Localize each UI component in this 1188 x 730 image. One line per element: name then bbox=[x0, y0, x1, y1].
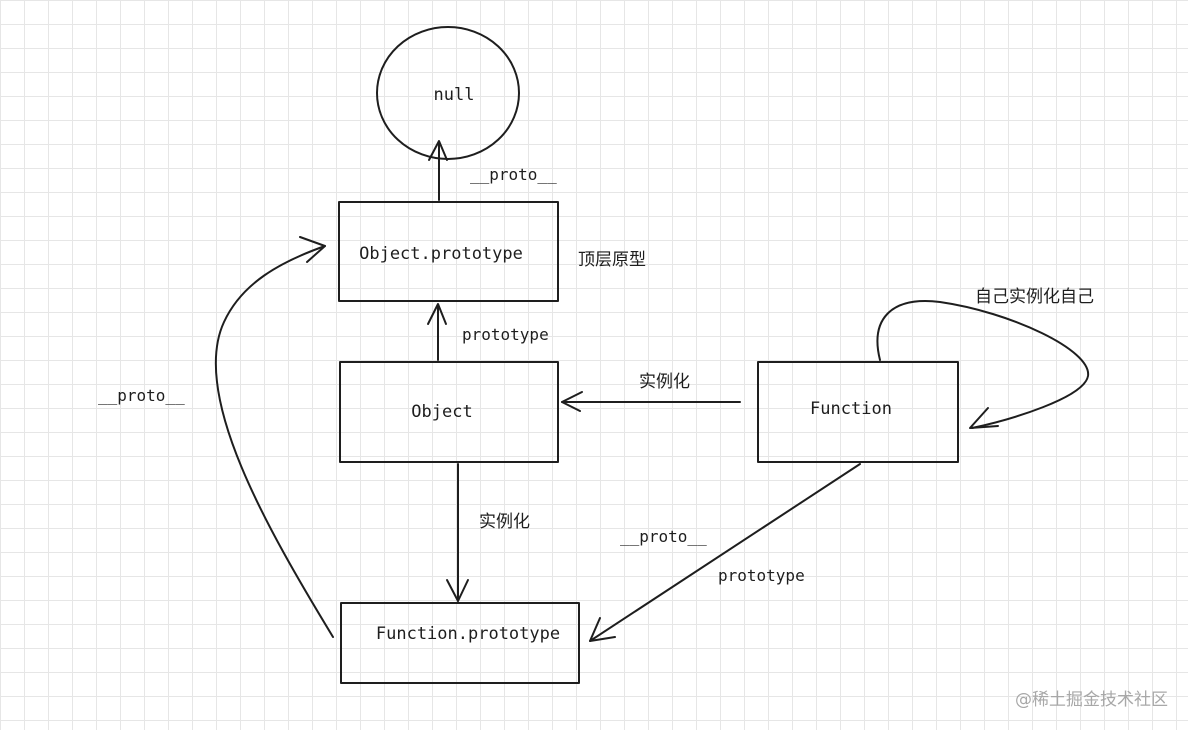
edge-label-function-to-object: 实例化 bbox=[639, 372, 690, 392]
object-prototype-node-shape bbox=[338, 201, 559, 302]
top-prototype-annotation: 顶层原型 bbox=[578, 250, 646, 270]
edge-function-to-function-prototype bbox=[589, 463, 861, 642]
edge-function-prototype-to-object-prototype bbox=[214, 236, 334, 638]
object-prototype-node-label: Object.prototype bbox=[359, 244, 523, 264]
function-node-shape bbox=[757, 361, 959, 463]
function-prototype-node-shape bbox=[340, 602, 580, 684]
function-node-label: Function bbox=[810, 399, 892, 419]
edge-label-function-to-function-prototype-proto: __proto__ bbox=[620, 527, 707, 546]
edge-label-function-self: 自己实例化自己 bbox=[975, 287, 1094, 307]
edge-object-prototype-to-null bbox=[428, 140, 448, 201]
object-node-shape bbox=[339, 361, 559, 463]
watermark: @稀土掘金技术社区 bbox=[1015, 690, 1168, 710]
edge-label-object-prototype-to-null: __proto__ bbox=[470, 165, 557, 184]
edge-object-to-object-prototype bbox=[427, 303, 447, 361]
edge-label-object-to-function-prototype: 实例化 bbox=[479, 512, 530, 532]
edge-object-to-function-prototype bbox=[446, 463, 469, 602]
edge-label-object-to-object-prototype: prototype bbox=[462, 325, 549, 344]
null-node-shape bbox=[376, 26, 520, 160]
null-node-label: null bbox=[433, 85, 475, 105]
edge-label-function-prototype-to-object-prototype: __proto__ bbox=[98, 386, 185, 405]
edge-function-self-loop bbox=[876, 300, 1090, 429]
edge-label-function-to-function-prototype-prototype: prototype bbox=[718, 566, 805, 585]
edge-function-to-object bbox=[561, 391, 741, 412]
function-prototype-node-label: Function.prototype bbox=[375, 624, 561, 644]
object-node-label: Object bbox=[411, 402, 473, 422]
